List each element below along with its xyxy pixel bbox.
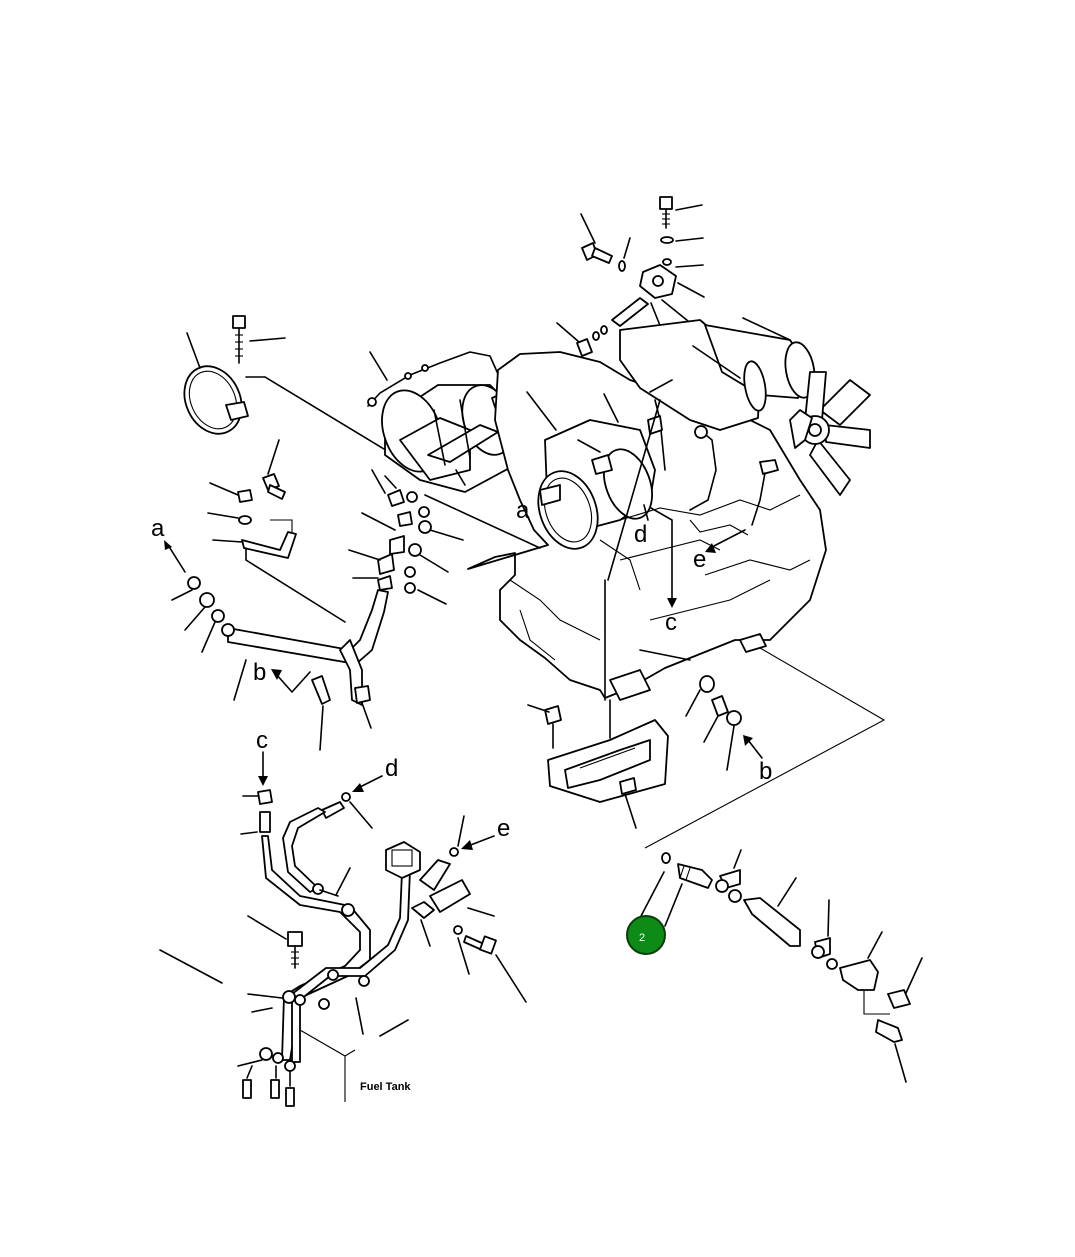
callout-d-engine: d: [634, 521, 647, 548]
fuel-tank-label: Fuel Tank: [360, 1081, 411, 1093]
engine-mount-bracket: [527, 699, 669, 829]
lower-right-valve-assembly: [639, 849, 923, 1083]
fuel-line-group: [159, 751, 527, 1107]
left-coolant-pipe-group: [164, 439, 541, 751]
hotspot-circle[interactable]: [626, 915, 666, 955]
fan: [789, 371, 871, 496]
callout-e-engine: e: [693, 546, 706, 573]
callout-a-center: a: [516, 497, 530, 524]
right-drain-fittings: [639, 647, 886, 849]
callout-letters: a a b b c c d d e e Fuel Tank: [151, 497, 772, 1093]
hotspot-number[interactable]: 2: [639, 932, 645, 944]
callout-b-right: b: [759, 758, 772, 785]
callout-c-engine: c: [665, 609, 677, 636]
callout-b-left: b: [253, 659, 266, 686]
engine-routing-arrows: [604, 399, 746, 701]
engine: [467, 317, 871, 701]
part-hotspot-marker[interactable]: 2: [626, 915, 666, 955]
callout-c-lower: c: [256, 727, 268, 754]
callout-a-left: a: [151, 515, 165, 542]
top-bolt-group: [556, 196, 705, 357]
muffler-clamp-assembly: [183, 315, 441, 461]
callout-e-lower: e: [497, 815, 510, 842]
callout-d-lower: d: [385, 755, 398, 782]
